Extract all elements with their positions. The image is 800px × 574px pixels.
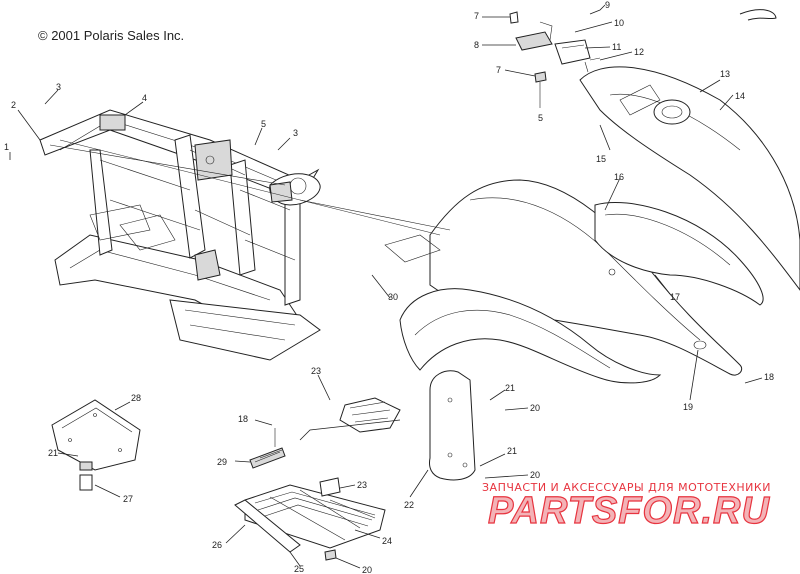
front-fender	[384, 179, 764, 384]
callout-19: 19	[683, 402, 693, 412]
callout-26: 26	[212, 540, 222, 550]
callout-5: 5	[261, 119, 266, 129]
callout-17: 17	[670, 292, 680, 302]
callout-28: 28	[131, 393, 141, 403]
callout-1: 1	[4, 142, 9, 152]
callout-18: 18	[764, 372, 774, 382]
callout-2: 2	[11, 100, 16, 110]
leader-lines	[9, 4, 763, 569]
copyright-notice: © 2001 Polaris Sales Inc.	[38, 28, 185, 43]
callout-14: 14	[735, 91, 745, 101]
watermark-tagline: ЗАПЧАСТИ И АКСЕССУАРЫ ДЛЯ МОТОТЕХНИКИ	[482, 481, 771, 494]
callout-labels: 1 2 3 4 5 3 7 8 9 10 11 12 7 5 13 14 15 …	[4, 0, 774, 574]
skid-plate	[51, 399, 141, 491]
callout-27: 27	[123, 494, 133, 504]
rear-brackets	[509, 9, 777, 108]
callout-7b: 7	[496, 65, 501, 75]
callout-23: 23	[311, 366, 321, 376]
callout-9: 9	[605, 0, 610, 10]
footwell-strip	[249, 428, 286, 469]
callout-4: 4	[142, 93, 147, 103]
callout-21b: 21	[48, 448, 58, 458]
footrest	[234, 477, 386, 561]
callout-25: 25	[294, 564, 304, 574]
callout-10: 10	[614, 18, 624, 28]
callout-20c: 20	[530, 470, 540, 480]
callout-23b: 23	[357, 480, 367, 490]
callout-13: 13	[720, 69, 730, 79]
callout-30: 30	[388, 292, 398, 302]
callout-3: 3	[56, 82, 61, 92]
watermark-logo: PARTSFOR.RU	[488, 490, 770, 532]
callout-29: 29	[217, 457, 227, 467]
callout-21c: 21	[507, 446, 517, 456]
callout-7: 7	[474, 11, 479, 21]
callout-12: 12	[634, 47, 644, 57]
callout-8: 8	[474, 40, 479, 50]
frame-assembly	[39, 109, 321, 361]
callout-24: 24	[382, 536, 392, 546]
callout-15: 15	[596, 154, 606, 164]
callout-20b: 20	[362, 565, 372, 574]
callout-22: 22	[404, 500, 414, 510]
mud-flap	[429, 370, 476, 481]
callout-21: 21	[505, 383, 515, 393]
callout-20: 20	[530, 403, 540, 413]
callout-16: 16	[614, 172, 624, 182]
step-bracket	[339, 397, 401, 433]
callout-18b: 18	[238, 414, 248, 424]
callout-5b: 5	[538, 113, 543, 123]
callout-11: 11	[612, 42, 621, 52]
callout-3b: 3	[293, 128, 298, 138]
